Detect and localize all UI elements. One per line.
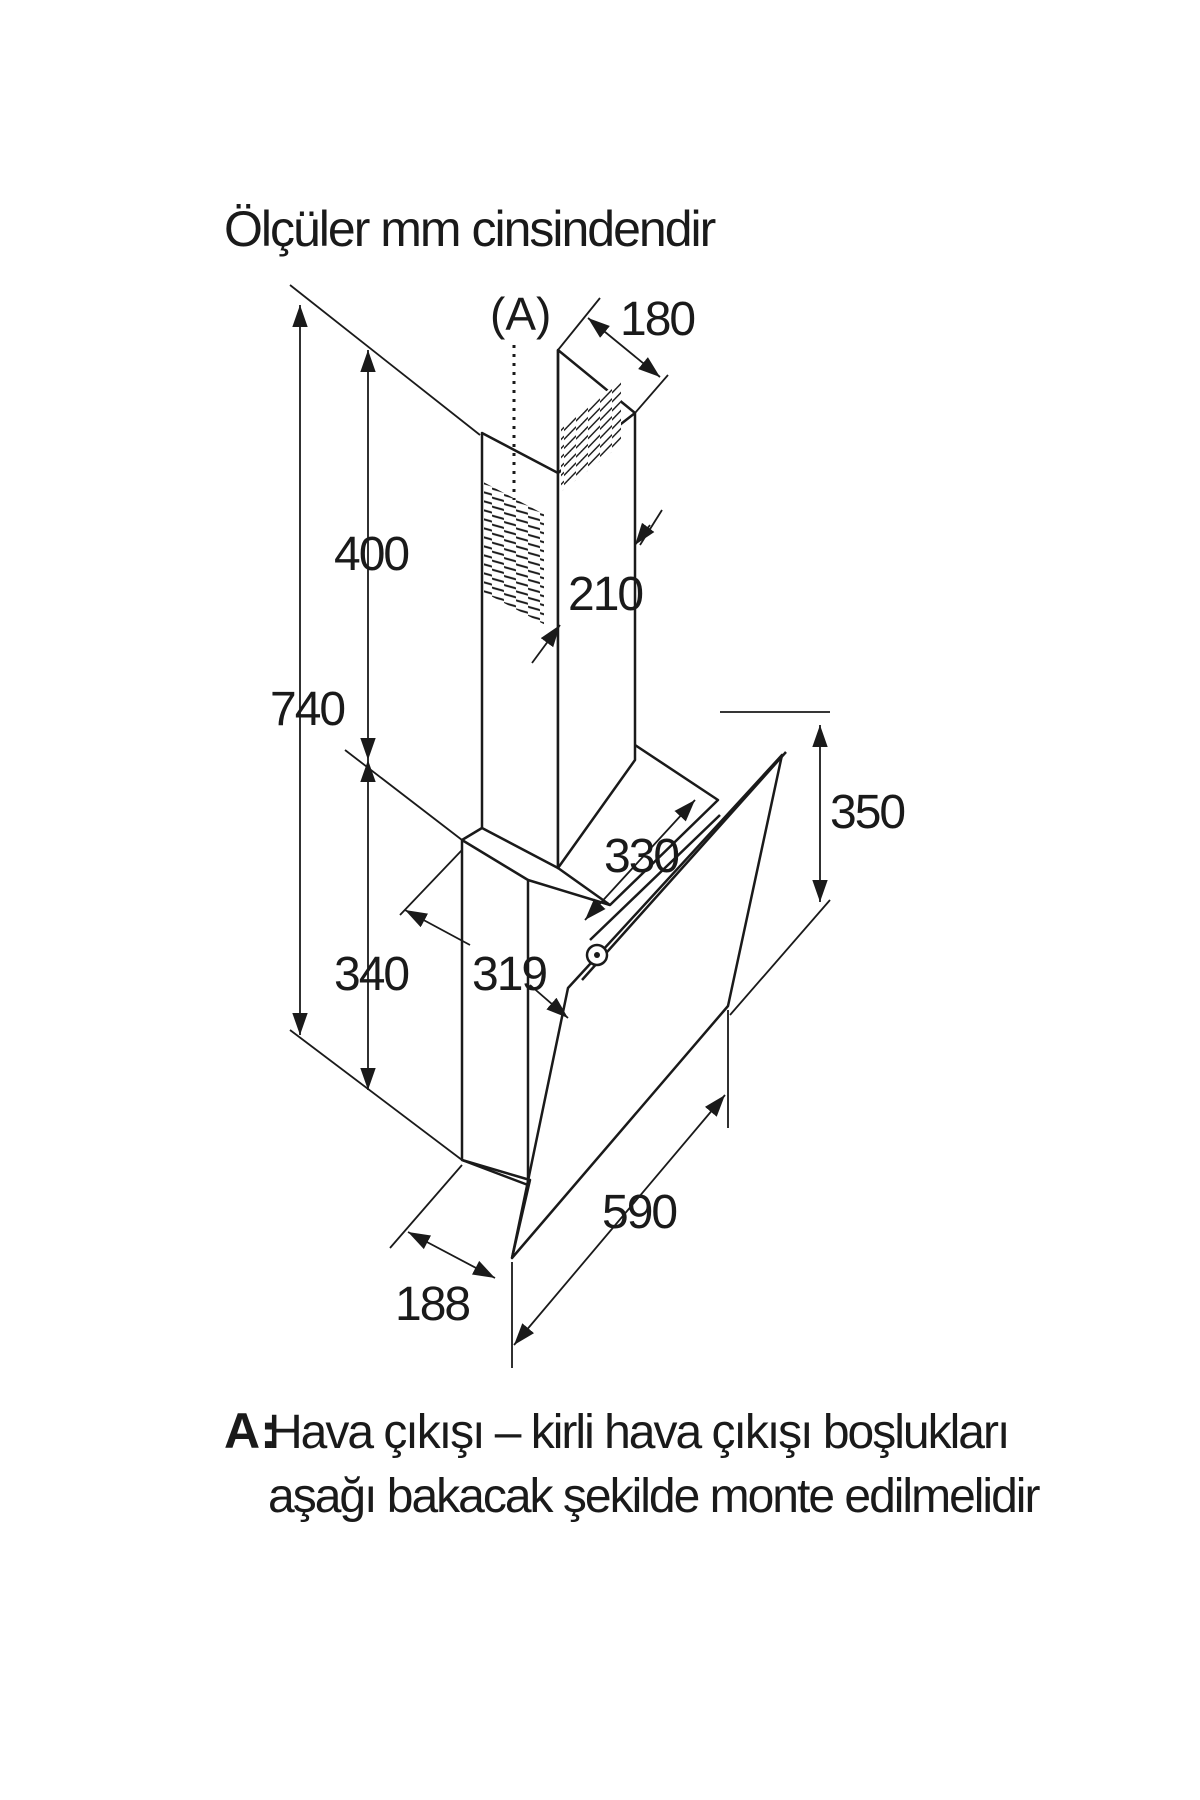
dim-590-label: 590 [602, 1186, 676, 1239]
dim-350-label: 350 [830, 786, 904, 839]
dim-319-label: 319 [472, 948, 546, 1001]
dim-340-label: 340 [334, 948, 408, 1001]
dim-210-line [531, 624, 561, 664]
dim-319-line [404, 909, 471, 946]
dim-330-label: 330 [604, 830, 678, 883]
dim-180-label: 180 [620, 293, 694, 346]
dim-590-line [513, 1094, 726, 1346]
dimension-lines [289, 284, 831, 1368]
note-line-2: aşağı bakacak şekilde monte edilmelidir [268, 1470, 1040, 1523]
dim-180-line [587, 317, 661, 378]
hood-body-top [461, 826, 483, 842]
dim-188-line [407, 1231, 496, 1279]
note-line-1: Hava çıkışı – kirli hava çıkışı boşlukla… [268, 1406, 1008, 1459]
dim-188-label: 188 [395, 1278, 469, 1331]
units-heading: Ölçüler mm cinsindendir [224, 201, 716, 257]
hood-outline [460, 348, 787, 1260]
note-key: A: [224, 1403, 277, 1459]
chimney-front-louver [484, 482, 544, 625]
dim-740-label: 740 [270, 683, 344, 736]
dim-330-line [584, 799, 696, 921]
dim-210-label: 210 [568, 568, 642, 621]
dim-400-label: 400 [334, 528, 408, 581]
hood-body-front [460, 838, 530, 1187]
chimney-back-louver [561, 379, 621, 492]
air-outlet-marker-label: (A) [490, 288, 551, 340]
